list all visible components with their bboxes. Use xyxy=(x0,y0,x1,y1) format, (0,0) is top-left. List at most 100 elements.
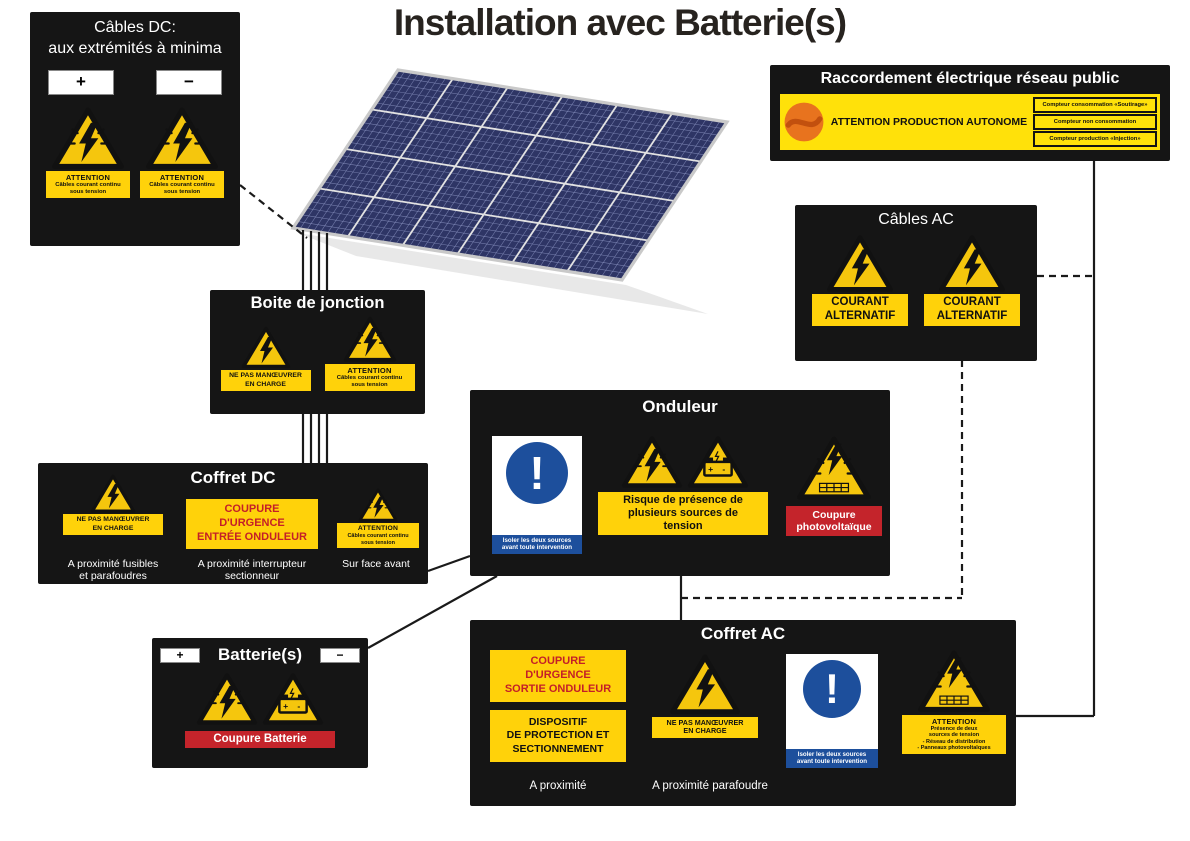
no-load-switching-sign: NE PAS MANŒUVRER EN CHARGE xyxy=(58,473,168,535)
ac-current-warning-label: COURANT ALTERNATIF xyxy=(924,294,1020,326)
meter-label: Compteur non consommation xyxy=(1033,114,1157,130)
cables-ac-panel: Câbles AC COURANT ALTERNATIF COURANT ALT… xyxy=(795,205,1037,361)
ac-current-warning-label: COURANT ALTERNATIF xyxy=(812,294,908,326)
exclamation-icon: ! xyxy=(803,660,861,718)
isolate-sources-label: Isoler les deux sources avant toute inte… xyxy=(492,534,582,554)
ac-current-warning-sign: COURANT ALTERNATIF xyxy=(924,233,1020,326)
raccordement-title: Raccordement électrique réseau public xyxy=(820,70,1120,87)
batteries-panel: + Batterie(s) − +- Coupure Batterie xyxy=(152,638,368,768)
pv-cutoff-warning-icon xyxy=(796,434,872,502)
no-load-switching-icon xyxy=(90,473,136,514)
dc-warning-signs-row: ATTENTION Câbles courant continu sous te… xyxy=(30,105,240,199)
two-sources-warning-sign: ATTENTION Présence de deux sources de te… xyxy=(900,648,1008,754)
coffret-ac-caption-2: A proximité parafoudre xyxy=(652,780,768,792)
coffret-dc-caption-1: A proximité fusibles et parafoudres xyxy=(67,558,159,582)
dc-voltage-warning-icon xyxy=(51,105,125,172)
no-load-switching-sign: NE PAS MANŒUVRER EN CHARGE xyxy=(646,652,764,739)
batteries-header: + Batterie(s) − xyxy=(152,638,368,665)
batteries-title: Batterie(s) xyxy=(217,645,303,664)
dc-voltage-warning-label: ATTENTION Câbles courant continu sous te… xyxy=(324,363,415,391)
battery-minus-terminal-label: − xyxy=(320,647,360,663)
multiple-sources-sign-group: +- Risque de présence de plusieurs sourc… xyxy=(598,434,772,536)
banner-text: ATTENTION PRODUCTION AUTONOME xyxy=(830,116,1028,128)
attention-body: Câbles courant continu sous tension xyxy=(55,182,121,196)
two-sources-warning-label: ATTENTION Présence de deux sources de te… xyxy=(902,714,1006,754)
no-load-switching-icon xyxy=(669,652,741,717)
no-load-switching-label: NE PAS MANŒUVRER EN CHARGE xyxy=(652,716,758,739)
cables-ac-title: Câbles AC xyxy=(878,211,954,228)
junction-box-panel: Boite de jonction NE PAS MANŒUVRER EN CH… xyxy=(210,290,425,414)
isolate-sources-sign: ! Isoler les deux sources avant toute in… xyxy=(492,436,582,554)
battery-plus-terminal-label: + xyxy=(160,647,200,663)
attention-body: Présence de deux sources de tension - Ré… xyxy=(917,725,991,752)
ac-current-warning-sign: COURANT ALTERNATIF xyxy=(812,233,908,326)
exclamation-icon: ! xyxy=(506,442,568,504)
multiple-sources-label: Risque de présence de plusieurs sources … xyxy=(598,491,768,536)
dc-voltage-warning-sign: ATTENTION Câbles courant continu sous te… xyxy=(335,487,421,549)
dc-voltage-warning-sign: ATTENTION Câbles courant continu sous te… xyxy=(324,315,415,391)
coffret-ac-title: Coffret AC xyxy=(700,624,786,643)
coffret-dc-caption-3: Sur face avant xyxy=(342,558,410,570)
svg-text:+: + xyxy=(708,464,713,474)
attention-body: Câbles courant continu sous tension xyxy=(347,533,409,546)
no-load-switching-sign: NE PAS MANŒUVRER EN CHARGE xyxy=(220,325,311,391)
dc-voltage-warning-label: ATTENTION Câbles courant continu sous te… xyxy=(337,523,419,549)
pv-voltage-warning-icon xyxy=(196,671,258,727)
coffret-dc-panel: Coffret DC NE PAS MANŒUVRER EN CHARGE CO… xyxy=(38,463,428,584)
battery-warning-icons-row: +- xyxy=(152,671,368,727)
battery-warning-icon: +- xyxy=(687,434,749,490)
dc-voltage-warning-icon xyxy=(145,105,219,172)
ac-emergency-boxes: COUPURE D'URGENCE SORTIE ONDULEUR DISPOS… xyxy=(490,650,626,762)
dc-voltage-warning-sign: ATTENTION Câbles courant continu sous te… xyxy=(46,105,130,199)
junction-box-title: Boite de jonction xyxy=(250,294,385,312)
svg-text:-: - xyxy=(722,464,725,474)
pv-cutoff-label: Coupure photovoltaïque xyxy=(786,506,882,537)
attention-body: Câbles courant continu sous tension xyxy=(149,182,215,196)
protection-device-label: DISPOSITIF DE PROTECTION ET SECTIONNEMEN… xyxy=(490,710,626,762)
onduleur-title: Onduleur xyxy=(642,397,718,416)
pv-cutoff-sign: Coupure photovoltaïque xyxy=(786,434,882,537)
raccordement-panel: Raccordement électrique réseau public AT… xyxy=(770,65,1170,161)
attention-head: ATTENTION xyxy=(357,525,399,532)
dc-polarity-row: + − xyxy=(30,60,240,95)
emergency-cutoff-dc-label: COUPURE D'URGENCE ENTRÉE ONDULEUR xyxy=(186,499,318,549)
coffret-dc-title: Coffret DC xyxy=(190,468,276,487)
autonomous-production-banner: ATTENTION PRODUCTION AUTONOME Compteur c… xyxy=(780,94,1160,150)
dc-voltage-warning-label: ATTENTION Câbles courant continu sous te… xyxy=(46,171,130,199)
attention-head: ATTENTION xyxy=(159,173,205,183)
cables-dc-title: Câbles DC: aux extrémités à minima xyxy=(48,19,222,57)
ac-warning-signs-row: COURANT ALTERNATIF COURANT ALTERNATIF xyxy=(795,233,1037,326)
attention-head: ATTENTION xyxy=(347,365,392,375)
no-load-switching-label: NE PAS MANŒUVRER EN CHARGE xyxy=(220,370,311,391)
dc-voltage-warning-label: ATTENTION Câbles courant continu sous te… xyxy=(140,171,224,199)
emergency-cutoff-ac-label: COUPURE D'URGENCE SORTIE ONDULEUR xyxy=(490,650,626,702)
cables-dc-panel: Câbles DC: aux extrémités à minima + − A… xyxy=(30,12,240,246)
junction-signs-row: NE PAS MANŒUVRER EN CHARGE ATTENTION Câb… xyxy=(210,315,425,391)
coffret-ac-panel: Coffret AC COUPURE D'URGENCE SORTIE ONDU… xyxy=(470,620,1016,806)
meter-label: Compteur production «Injection» xyxy=(1033,131,1157,147)
isolate-sources-sign: ! Isoler les deux sources avant toute in… xyxy=(786,654,878,768)
attention-body: Câbles courant continu sous tension xyxy=(336,374,403,388)
meter-label: Compteur consommation «Soutirage» xyxy=(1033,97,1157,113)
dc-plus-terminal-label: + xyxy=(48,69,114,95)
energy-supplier-logo-icon xyxy=(783,101,825,143)
dc-voltage-warning-icon xyxy=(358,487,398,523)
no-load-switching-icon xyxy=(241,325,291,370)
isolate-sources-label: Isoler les deux sources avant toute inte… xyxy=(786,748,878,768)
svg-text:+: + xyxy=(283,701,288,711)
svg-text:-: - xyxy=(297,701,300,711)
two-sources-warning-icon xyxy=(917,648,991,715)
no-load-switching-label: NE PAS MANŒUVRER EN CHARGE xyxy=(63,514,163,535)
onduleur-panel: Onduleur ! Isoler les deux sources avant… xyxy=(470,390,890,576)
attention-head: ATTENTION xyxy=(65,173,111,183)
page-title: Installation avec Batterie(s) xyxy=(393,2,847,43)
coffret-dc-caption-2: A proximité interrupteur sectionneur xyxy=(197,558,307,582)
pv-voltage-warning-icon xyxy=(621,434,683,490)
multiple-sources-icons-row: +- xyxy=(598,434,772,490)
meter-labels: Compteur consommation «Soutirage» Compte… xyxy=(1033,97,1157,147)
ac-current-warning-icon xyxy=(938,233,1006,294)
ac-current-warning-icon xyxy=(826,233,894,294)
battery-warning-icon: +- xyxy=(262,671,324,727)
dc-voltage-warning-sign: ATTENTION Câbles courant continu sous te… xyxy=(140,105,224,199)
